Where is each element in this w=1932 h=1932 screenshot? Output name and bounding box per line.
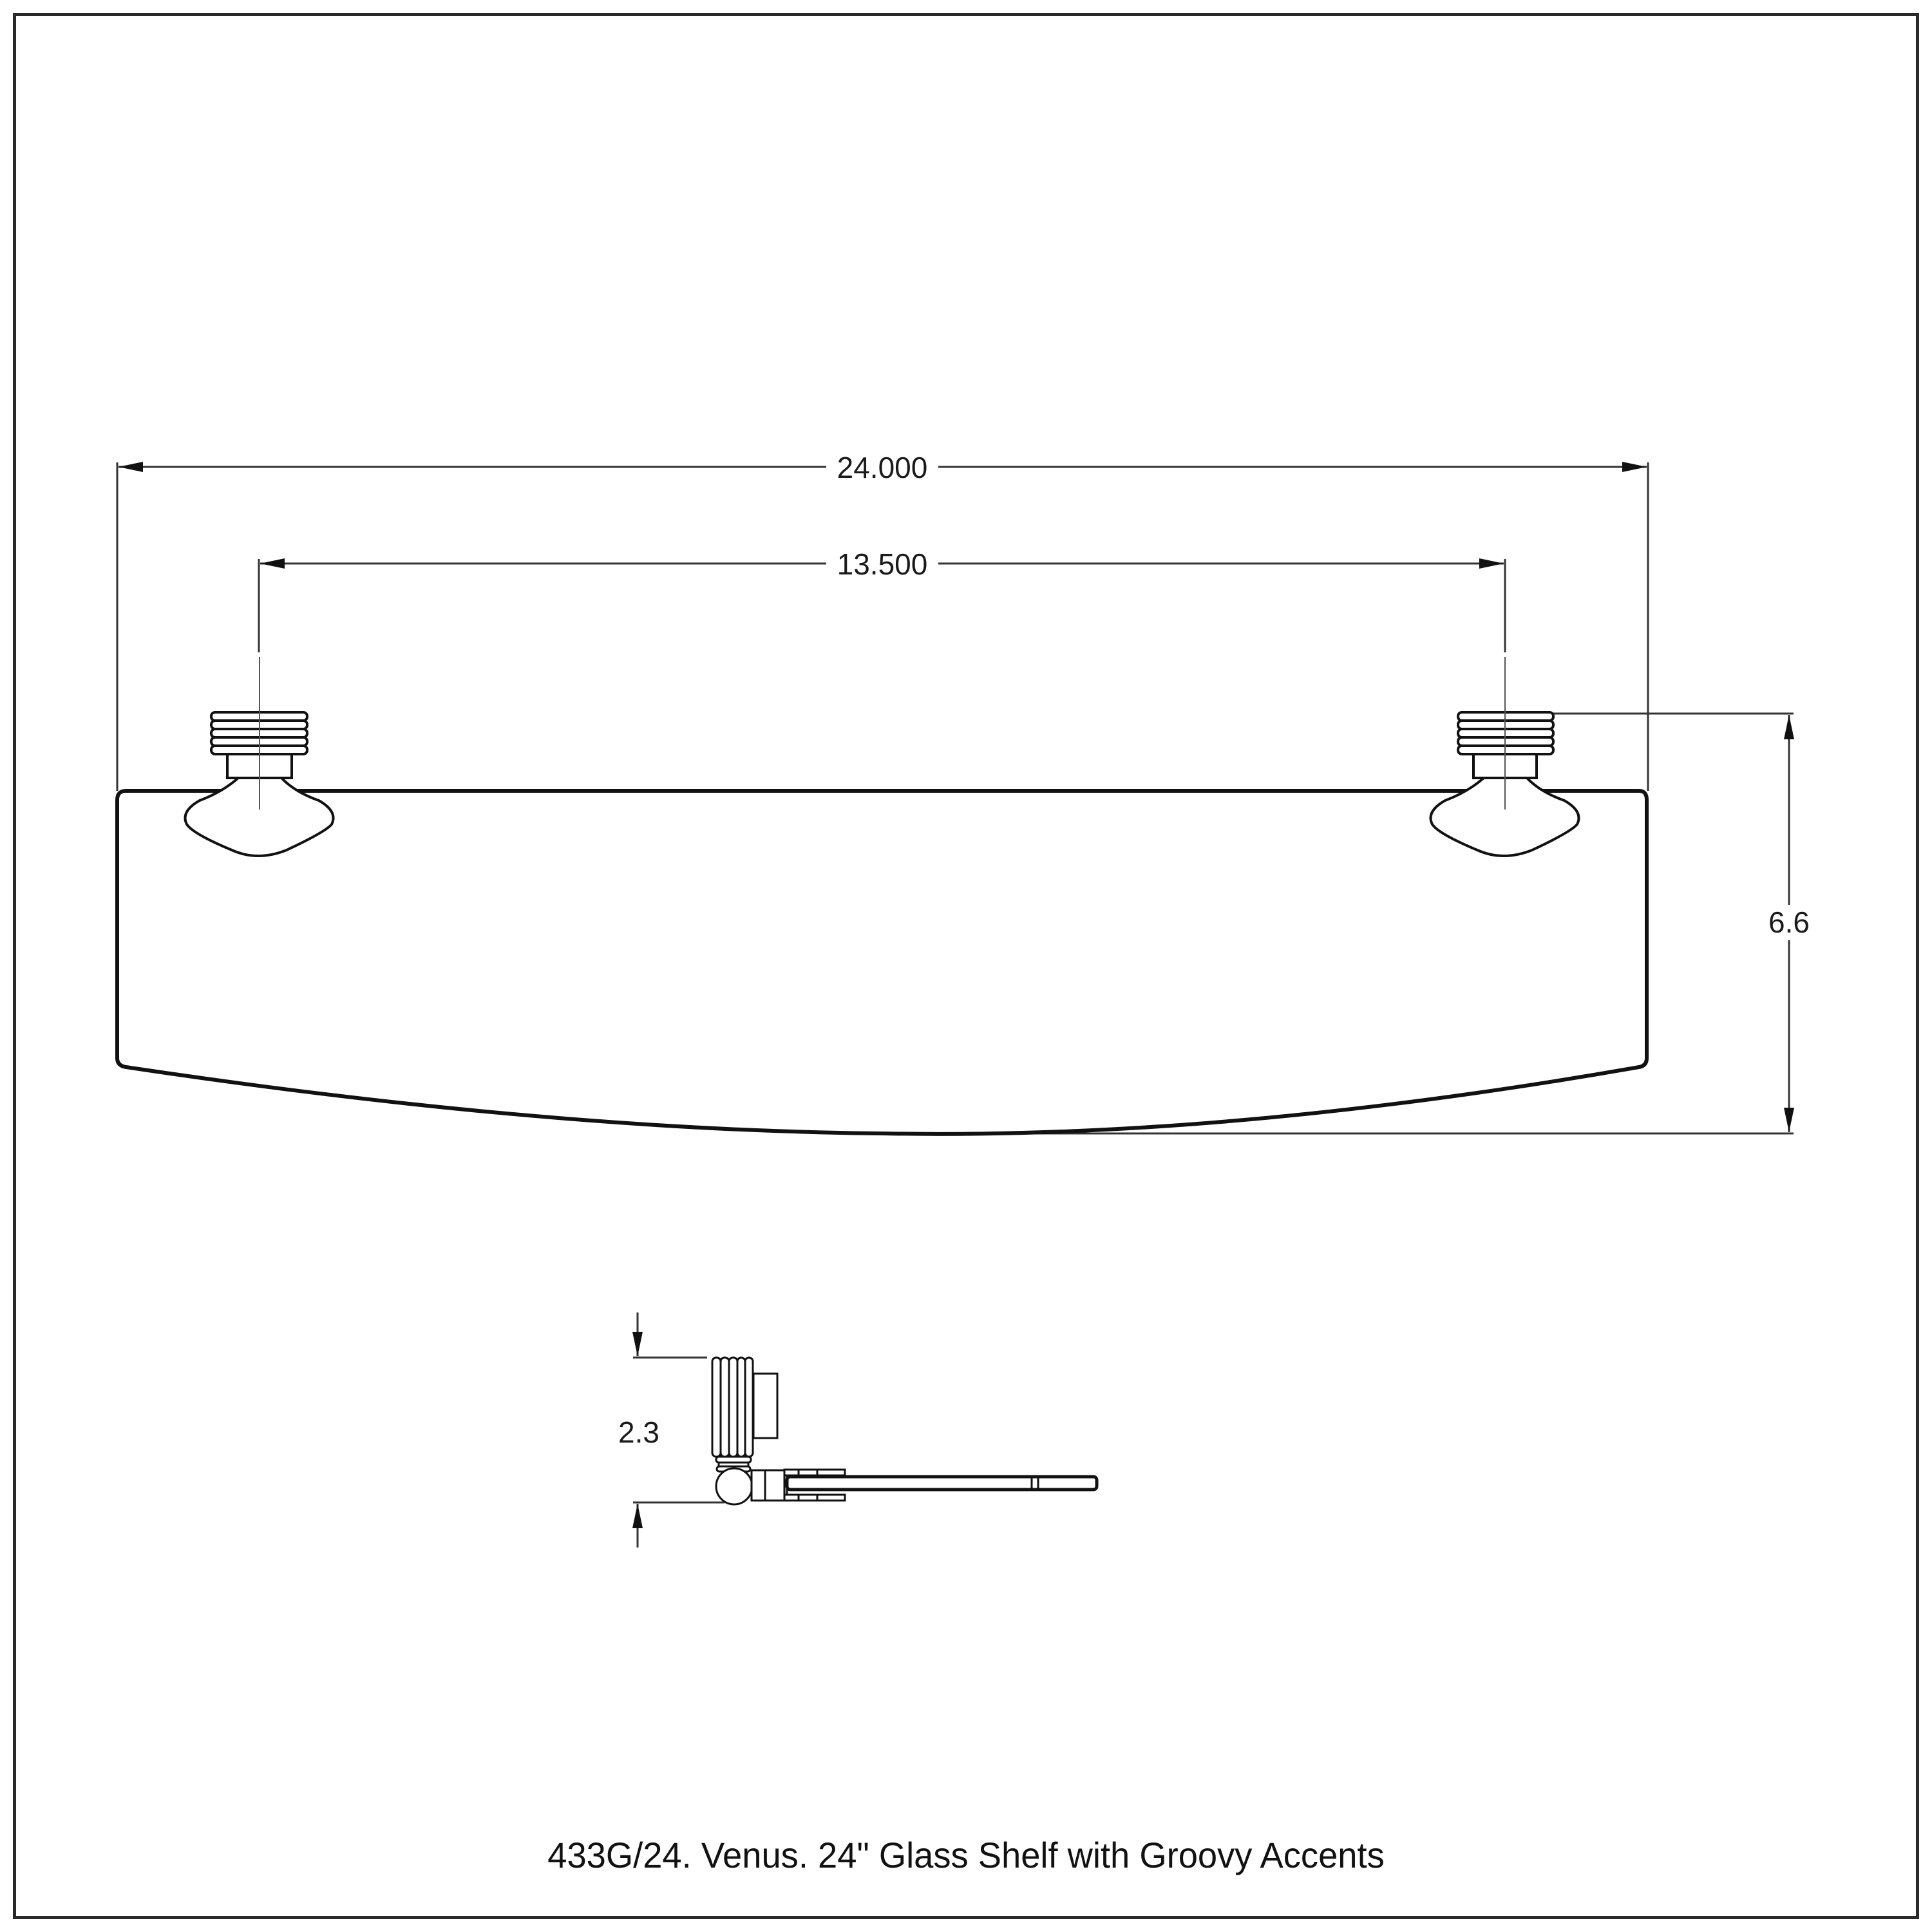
side-view: 2.3	[618, 1312, 1099, 1548]
side-height-label: 2.3	[618, 1416, 659, 1449]
overall-width-label: 24.000	[837, 451, 928, 484]
left-bracket	[184, 657, 335, 857]
dimension-depth	[889, 712, 1794, 1135]
side-back-plate	[752, 1372, 779, 1439]
glass-shelf-outline	[115, 789, 1649, 1136]
side-bracket	[711, 1356, 1099, 1506]
front-view: 24.000 13.500 6.6	[115, 451, 1810, 1136]
side-clamp	[750, 1469, 786, 1502]
left-bracket-base	[184, 777, 335, 857]
right-bracket-base	[1429, 777, 1580, 857]
dimension-mount-spacing	[258, 558, 1506, 652]
dimension-overall-width	[116, 462, 1649, 791]
dimension-side-height	[632, 1312, 724, 1548]
mount-spacing-label: 13.500	[837, 547, 928, 581]
side-ribbed-column	[711, 1356, 754, 1458]
side-ball-joint	[715, 1467, 753, 1506]
drawing-title: 433G/24. Venus. 24" Glass Shelf with Gro…	[547, 1835, 1385, 1875]
depth-label: 6.6	[1768, 905, 1810, 939]
right-bracket	[1429, 657, 1580, 857]
side-glass	[785, 1475, 1099, 1492]
drawing-border	[13, 13, 1919, 1919]
